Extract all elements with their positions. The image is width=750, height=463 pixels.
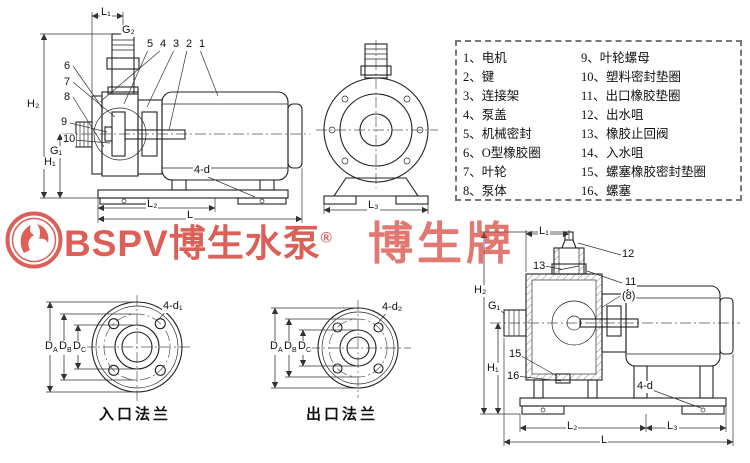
outlet-flange-drawing xyxy=(271,300,411,398)
dim-label-h2: H₂ xyxy=(26,98,41,111)
dim-label-l2-sp: L₂ xyxy=(566,420,579,433)
dim-label-l3-front: L₃ xyxy=(367,199,380,212)
parts-list-item: 8、泵体 xyxy=(463,184,507,198)
dim-label-h1: H₁ xyxy=(43,156,57,169)
parts-list-item: 11、出口橡胶垫圈 xyxy=(581,89,681,103)
callout-13: 13 xyxy=(532,260,547,273)
parts-list-item: 16、螺塞 xyxy=(581,184,632,198)
watermark-brand-name: 博生牌 xyxy=(368,218,516,269)
parts-list-item: 1、电机 xyxy=(463,51,507,65)
self-priming-section-drawing xyxy=(480,230,740,446)
dim-label-dc-outlet: DC xyxy=(297,340,313,355)
callout-3: 3 xyxy=(172,38,181,51)
callout-4: 4 xyxy=(159,38,168,51)
callout-16: 16 xyxy=(506,370,521,383)
callout-8-ref: (8) xyxy=(621,290,637,303)
parts-list-item: 10、塑料密封垫圈 xyxy=(581,70,682,84)
parts-list-item: 9、叶轮螺母 xyxy=(581,51,650,65)
dim-label-g2: G₂ xyxy=(121,24,136,37)
dim-label-l2: L₂ xyxy=(146,198,159,211)
parts-list-item: 3、连接架 xyxy=(463,89,520,103)
dim-label-l1-sp: L₁ xyxy=(538,225,550,238)
parts-list-item: 5、机械密封 xyxy=(463,127,532,141)
parts-list-column-left: 1、电机 2、键 3、连接架 4、泵盖 5、机械密封 6、O型橡胶圈 7、叶轮 … xyxy=(463,47,581,198)
callout-10: 10 xyxy=(62,133,77,146)
dim-label-dc-inlet: DC xyxy=(72,340,88,355)
dim-label-h1-sp: H₁ xyxy=(486,362,500,375)
parts-list-column-right: 9、叶轮螺母 10、塑料密封垫圈 11、出口橡胶垫圈 12、出水咀 13、橡胶止… xyxy=(581,47,707,198)
dim-label-da-inlet: DA xyxy=(44,340,59,355)
parts-list-item: 6、O型橡胶圈 xyxy=(463,146,541,160)
parts-list-item: 13、橡胶止回阀 xyxy=(581,127,669,141)
parts-list: 1、电机 2、键 3、连接架 4、泵盖 5、机械密封 6、O型橡胶圈 7、叶轮 … xyxy=(455,40,742,201)
callout-6: 6 xyxy=(63,60,72,73)
parts-list-item: 14、入水咀 xyxy=(581,146,644,160)
dim-label-4d1: 4-d₁ xyxy=(162,300,184,313)
callout-11: 11 xyxy=(624,276,638,289)
callout-15: 15 xyxy=(508,348,523,361)
dim-label-l1: L₁ xyxy=(100,6,112,19)
callout-12: 12 xyxy=(621,248,636,261)
front-view-drawing xyxy=(316,40,438,214)
dim-label-l3-sp: L₃ xyxy=(666,420,679,433)
parts-list-item: 4、泵盖 xyxy=(463,108,507,122)
dim-label-db-inlet: DB xyxy=(58,340,73,355)
dim-label-g1-sp: G₁ xyxy=(487,300,502,313)
dim-label-l: L xyxy=(186,209,195,222)
inlet-flange-caption: 入口法兰 xyxy=(98,407,171,423)
dim-label-4d2: 4-d₂ xyxy=(381,301,404,314)
dim-label-da-outlet: DA xyxy=(269,340,284,355)
side-section-drawing xyxy=(40,12,310,223)
callout-7: 7 xyxy=(63,76,72,89)
dim-label-g1: G₁ xyxy=(49,145,64,158)
inlet-flange-drawing xyxy=(46,295,192,401)
callout-8: 8 xyxy=(63,91,72,104)
parts-list-item: 2、键 xyxy=(463,70,495,84)
registered-mark-icon: ® xyxy=(320,229,333,247)
outlet-flange-caption: 出口法兰 xyxy=(305,407,378,423)
watermark-brand: BSPV博生水泵® xyxy=(64,223,333,264)
parts-list-item: 12、出水咀 xyxy=(581,108,644,122)
callout-1: 1 xyxy=(198,38,207,51)
dim-label-h2-sp: H₂ xyxy=(473,284,488,297)
dim-label-4d: 4-d xyxy=(193,164,211,177)
callout-2: 2 xyxy=(185,38,194,51)
dim-label-4d-sp: 4-d xyxy=(636,380,654,393)
dim-label-db-outlet: DB xyxy=(283,340,298,355)
dim-label-l-sp: L xyxy=(600,434,609,447)
brand-logo-icon xyxy=(5,211,63,269)
parts-list-item: 7、叶轮 xyxy=(463,165,507,179)
callout-5: 5 xyxy=(146,38,155,51)
parts-list-item: 15、螺塞橡胶密封垫圈 xyxy=(581,165,707,179)
callout-9: 9 xyxy=(60,116,69,129)
